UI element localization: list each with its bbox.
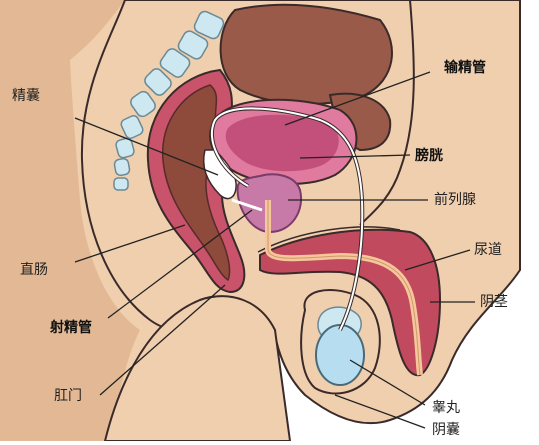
intestine-upper [221,5,392,104]
label-vas-deferens: 输精管 [444,60,486,76]
label-seminal-vesicle: 精囊 [12,88,40,104]
label-penis: 阴茎 [480,294,508,310]
label-testis: 睾丸 [432,400,460,416]
label-ejaculatory-duct: 射精管 [50,320,92,336]
label-rectum: 直肠 [20,262,48,278]
label-anus: 肛门 [54,388,82,404]
label-prostate: 前列腺 [434,192,476,208]
testis [316,325,364,385]
label-scrotum: 阴囊 [432,422,460,438]
label-bladder: 膀胱 [415,148,443,164]
label-urethra: 尿道 [474,242,502,258]
